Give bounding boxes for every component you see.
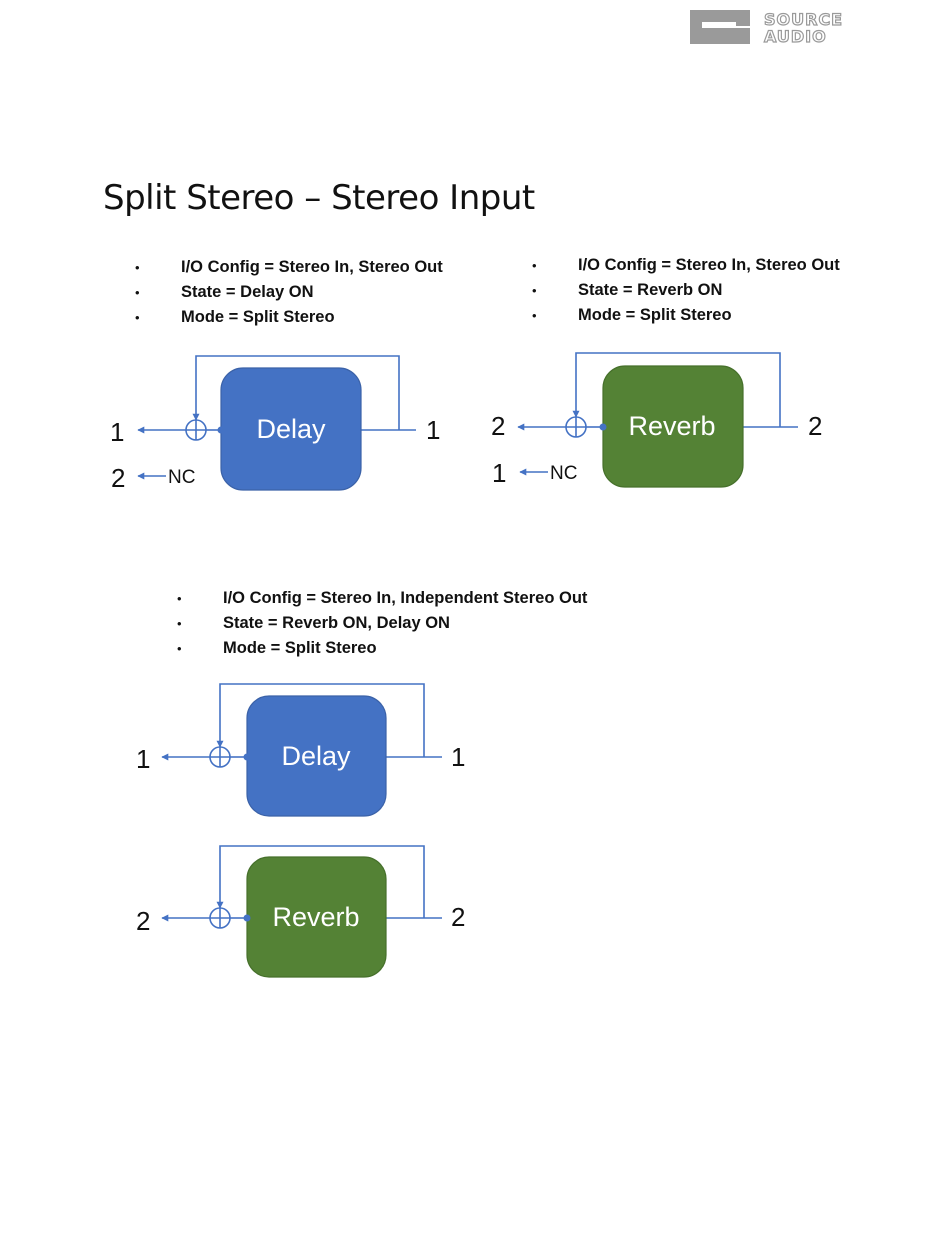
source-audio-logo: SOURCE AUDIO [690, 9, 843, 46]
unused-output-port-label: 2 [111, 463, 125, 493]
summing-junction-icon [209, 746, 231, 768]
nc-label: NC [550, 463, 577, 484]
bullet-mode: Mode = Split Stereo [135, 305, 443, 330]
bullet-io-config: I/O Config = Stereo In, Stereo Out [135, 255, 443, 280]
logo-word-source: SOURCE [764, 10, 843, 29]
bullet-io-config: I/O Config = Stereo In, Independent Ster… [177, 586, 587, 611]
block-output-dot [599, 423, 607, 431]
config-both-bullet-list: I/O Config = Stereo In, Independent Ster… [177, 586, 587, 661]
feedback-loop-wire [216, 683, 425, 757]
feedback-loop-wire [216, 845, 425, 918]
diagram-delay-only: Delay 1 1 2 NC [110, 355, 440, 493]
input-port-label: 1 [426, 415, 440, 445]
diagram-both-delay-path: Delay 1 1 [136, 683, 465, 817]
page-title: Split Stereo – Stereo Input [103, 178, 535, 218]
logo-word-audio: AUDIO [764, 27, 827, 46]
reverb-block-label: Reverb [628, 411, 715, 441]
feedback-loop-wire [572, 352, 781, 427]
config-reverb-bullet-list: I/O Config = Stereo In, Stereo Out State… [532, 253, 840, 328]
bullet-mode: Mode = Split Stereo [177, 636, 587, 661]
input-port-label: 2 [451, 902, 465, 932]
bullet-state: State = Delay ON [135, 280, 443, 305]
summing-junction-icon [565, 416, 587, 438]
output-port-label: 1 [110, 417, 124, 447]
output-port-label: 2 [491, 411, 505, 441]
summing-junction-icon [185, 419, 207, 441]
config-delay-bullet-list: I/O Config = Stereo In, Stereo Out State… [135, 255, 443, 330]
reverb-block-label: Reverb [272, 902, 359, 932]
summing-junction-icon [209, 907, 231, 929]
delay-block-label: Delay [281, 741, 351, 771]
delay-block-label: Delay [256, 414, 326, 444]
feedback-loop-wire [192, 355, 400, 430]
diagram-both-reverb-path: Reverb 2 2 [136, 845, 465, 978]
nc-label: NC [168, 467, 195, 488]
unused-output-port-label: 1 [492, 458, 506, 488]
logo-s-mark-icon [690, 10, 750, 44]
input-port-label: 1 [451, 742, 465, 772]
output-port-label: 1 [136, 744, 150, 774]
diagram-reverb-only: Reverb 2 2 1 NC [491, 352, 822, 488]
bullet-io-config: I/O Config = Stereo In, Stereo Out [532, 253, 840, 278]
block-output-dot [243, 914, 251, 922]
block-output-dot [243, 753, 251, 761]
output-port-label: 2 [136, 906, 150, 936]
bullet-state: State = Reverb ON, Delay ON [177, 611, 587, 636]
block-output-dot [217, 426, 225, 434]
input-port-label: 2 [808, 411, 822, 441]
bullet-mode: Mode = Split Stereo [532, 303, 840, 328]
bullet-state: State = Reverb ON [532, 278, 840, 303]
